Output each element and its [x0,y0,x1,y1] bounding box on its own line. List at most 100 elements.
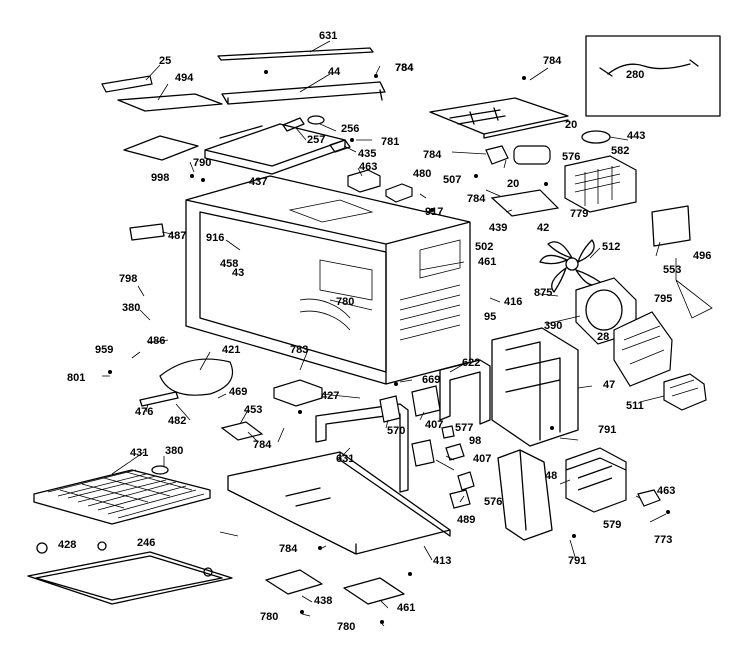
label-959: 959 [95,344,114,356]
part-463-top [347,169,381,193]
cabinet-inner-cavity [199,211,387,373]
label-553: 553 [663,264,682,276]
label-784-d: 784 [423,149,442,161]
label-463-a: 463 [359,161,378,173]
label-380-b: 380 [165,445,184,457]
part-487-pad [129,223,165,241]
part-443-gasket [581,130,611,144]
cabinet-details [288,199,461,341]
part-407-switch-lower [411,439,435,467]
label-784-a: 784 [395,62,414,74]
label-780-a: 780 [336,296,355,308]
label-256: 256 [341,123,360,135]
label-487: 487 [168,230,187,242]
label-917: 917 [425,206,444,218]
part-631-lower-bar [315,403,409,493]
label-631-lower: 631 [336,453,355,465]
part-453 [220,421,264,441]
part-576-small [457,471,475,491]
label-784-b: 784 [395,62,414,74]
part-44-bracket [221,81,386,105]
label-28: 28 [597,331,610,343]
part-582-box [564,155,637,213]
label-622: 622 [462,357,481,369]
label-476: 476 [135,406,154,418]
label-407-a: 407 [425,419,444,431]
label-98: 98 [469,435,482,447]
label-669: 669 [422,374,441,386]
label-42: 42 [537,222,550,234]
label-511: 511 [626,400,644,412]
label-421: 421 [222,344,241,356]
part-622-frame [439,359,491,425]
part-438-pad [265,569,323,595]
label-798: 798 [119,273,138,285]
part-480 [385,183,413,203]
label-427: 427 [321,390,340,402]
part-20-bracket [485,145,509,165]
label-246: 246 [137,537,156,549]
part-48-duct [497,449,553,541]
part-256-coil [307,115,325,125]
part-795-detail [621,325,665,365]
top-rail-631 [217,47,374,61]
part-463-right [637,489,661,507]
label-916: 916 [206,232,225,244]
part-998-pad [123,135,199,161]
label-570: 570 [387,425,406,437]
label-482: 482 [168,415,187,427]
screws [108,70,670,624]
part-foot-2 [97,541,107,551]
part-280-cable [599,59,699,77]
label-780-c: 780 [337,621,356,633]
label-390: 390 [544,320,563,332]
label-507: 507 [443,174,462,186]
label-20-b: 20 [507,178,520,190]
label-582: 582 [611,145,630,157]
label-257: 257 [307,134,326,146]
part-553-lines [675,279,713,319]
label-416: 416 [504,296,523,308]
label-577: 577 [455,422,474,434]
label-431: 431 [130,447,149,459]
label-781: 781 [381,136,400,148]
leader-lines [102,40,677,627]
label-780-b: 780 [260,611,279,623]
label-25: 25 [159,55,172,67]
label-502: 502 [475,241,494,253]
part-461-pad [343,577,405,605]
part-431-rack [33,469,211,525]
label-439: 439 [489,222,508,234]
label-576-b: 576 [484,496,503,508]
label-437: 437 [249,176,268,188]
part-795-plate [613,311,673,387]
label-998: 998 [151,172,170,184]
label-784-e: 784 [467,193,486,205]
label-489: 489 [457,514,476,526]
inset-box-280 [585,35,721,117]
part-494-pad [117,93,223,112]
label-801: 801 [67,372,86,384]
part-577 [441,425,455,439]
part-390-ring [585,289,623,331]
label-428: 428 [58,539,77,551]
label-790: 790 [193,157,212,169]
label-512: 512 [602,241,621,253]
cabinet-waveguide [299,298,351,331]
part-582-grille [574,165,621,206]
label-453: 453 [244,404,263,416]
label-435: 435 [358,148,377,160]
label-463-b: 463 [657,485,676,497]
label-784-c: 784 [543,55,562,67]
part-489 [449,489,471,509]
label-95: 95 [484,311,497,323]
label-496: 496 [693,250,712,262]
label-784-g: 784 [279,543,298,555]
part-428-foot [36,542,48,554]
label-773: 773 [654,534,673,546]
label-486: 486 [147,335,166,347]
label-795: 795 [654,293,673,305]
part-421-support [159,358,234,396]
label-458: 458 [220,258,239,270]
